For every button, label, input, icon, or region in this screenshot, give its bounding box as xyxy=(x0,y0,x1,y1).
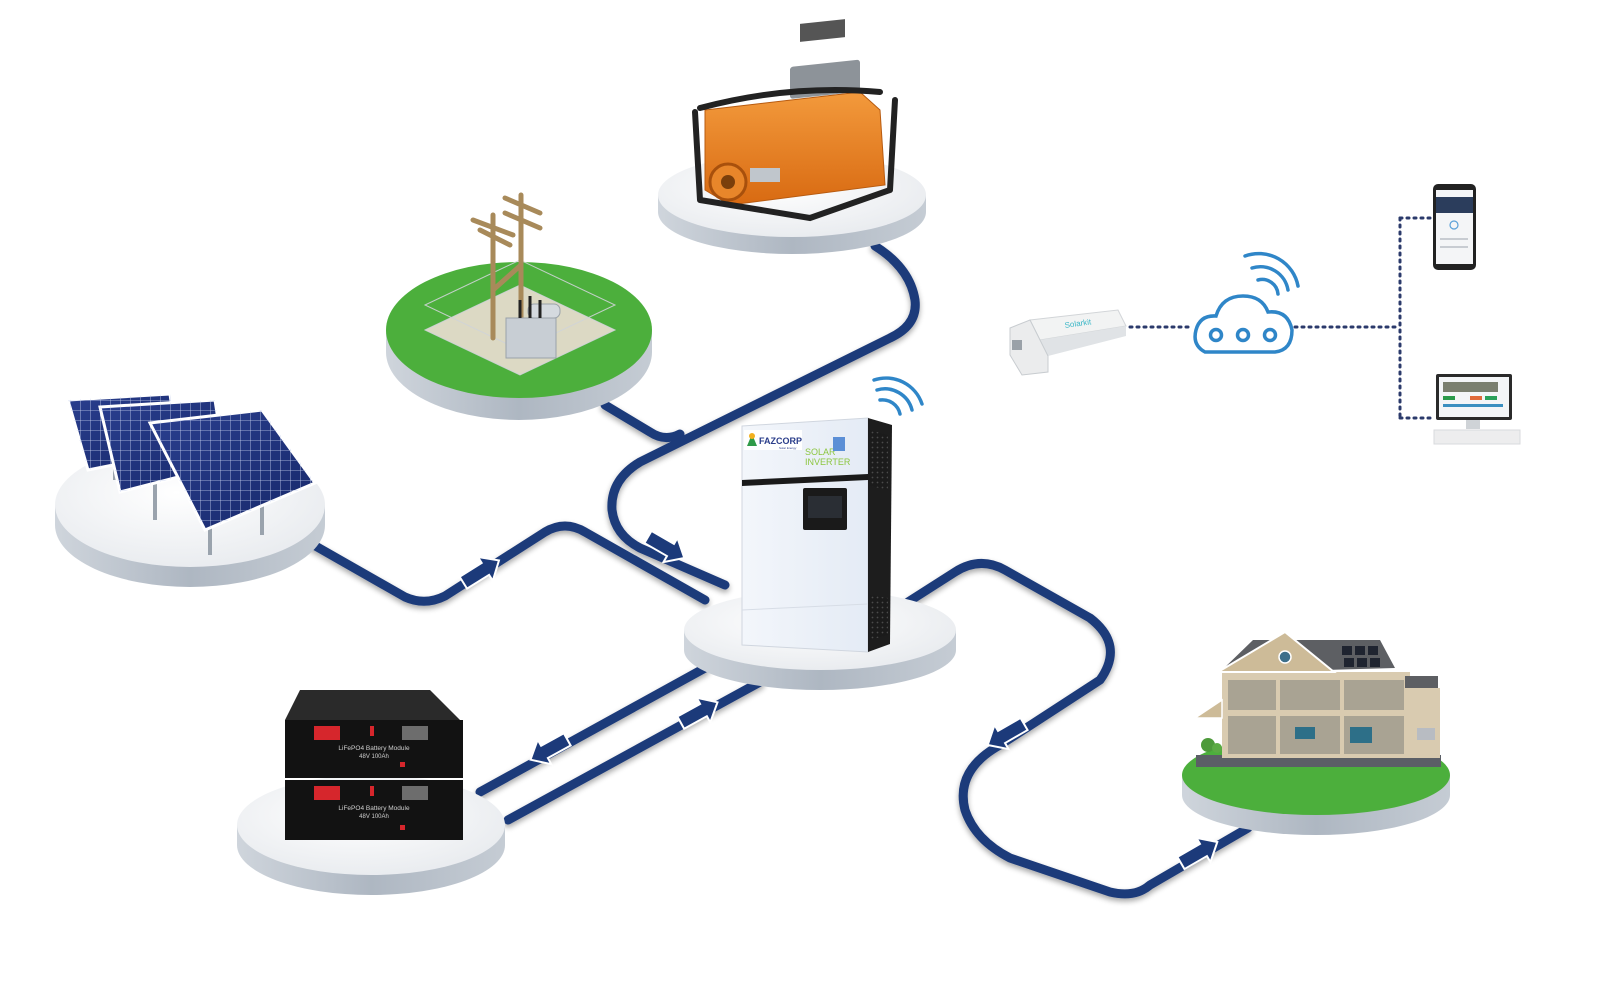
node-generator xyxy=(658,19,926,254)
flow-arrow-to-battery xyxy=(529,731,572,766)
house-icon xyxy=(1192,630,1440,758)
rooftop-solar-icon xyxy=(1342,646,1380,667)
battery-module-label: LiFePO4 Battery Module xyxy=(338,745,410,752)
brand-name: FAZCORP xyxy=(759,436,802,446)
flow-arrow-from-battery xyxy=(676,696,719,731)
battery-module-rating: 48V 100Ah xyxy=(359,814,389,820)
flow-arrows xyxy=(458,529,1219,871)
node-phone xyxy=(1433,184,1476,270)
flow-arrow-to-home-2 xyxy=(1176,836,1219,871)
battery-module-rating: 48V 100Ah xyxy=(359,754,389,760)
flow-arrow-to-home-1 xyxy=(986,716,1029,751)
battery-rack-top xyxy=(285,690,460,720)
node-utility-grid xyxy=(386,192,652,420)
cable-inverter-to-home xyxy=(903,559,1253,899)
fazcorp-logo-icon xyxy=(747,434,757,446)
cable-battery-to-inverter xyxy=(503,677,765,825)
dongle-brand: Solarkit xyxy=(1064,317,1092,330)
cable-grid-to-inverter xyxy=(600,400,685,442)
solar-grid-icon xyxy=(833,437,845,451)
utility-pole-icon xyxy=(470,192,543,341)
node-pc xyxy=(1433,374,1521,445)
node-inverter: FAZCORP Solar Energy SOLAR INVERTER xyxy=(684,376,956,690)
generator-icon xyxy=(692,19,898,222)
node-wifi-dongle: Solarkit xyxy=(1009,309,1127,376)
battery-module-1: LiFePO4 Battery Module 48V 100Ah xyxy=(285,720,463,778)
node-home xyxy=(1182,630,1450,835)
node-cloud xyxy=(1193,251,1300,354)
wifi-dongle-icon: Solarkit xyxy=(1009,309,1127,376)
brand-tagline: Solar Energy xyxy=(779,446,797,450)
node-battery: LiFePO4 Battery Module 48V 100Ah LiFePO4… xyxy=(237,690,505,895)
node-solar-panels xyxy=(55,392,325,587)
cloud-icon xyxy=(1193,294,1294,354)
solar-panel-icon xyxy=(66,392,318,532)
smartphone-icon xyxy=(1433,184,1476,270)
cable-solar-to-inverter xyxy=(307,521,710,606)
battery-module-label: LiFePO4 Battery Module xyxy=(338,805,410,812)
cloud-wifi-icon xyxy=(1243,251,1300,296)
power-cables xyxy=(307,241,1253,899)
inverter-unit: FAZCORP Solar Energy SOLAR INVERTER xyxy=(741,417,892,653)
product-line-1: SOLAR xyxy=(805,447,836,457)
desktop-computer-icon xyxy=(1433,374,1521,445)
flow-arrow-solar xyxy=(458,555,501,590)
product-line-2: INVERTER xyxy=(805,457,851,467)
flow-arrow-grid-gen xyxy=(643,529,686,564)
wifi-icon xyxy=(872,376,924,416)
connection-dotted-lines xyxy=(1128,216,1434,420)
inverter-logo: FAZCORP Solar Energy xyxy=(744,430,802,450)
cable-generator-to-inverter xyxy=(607,241,920,590)
battery-module-2: LiFePO4 Battery Module 48V 100Ah xyxy=(285,780,463,840)
cable-inverter-to-battery xyxy=(475,663,710,797)
transformer-icon xyxy=(505,296,561,359)
